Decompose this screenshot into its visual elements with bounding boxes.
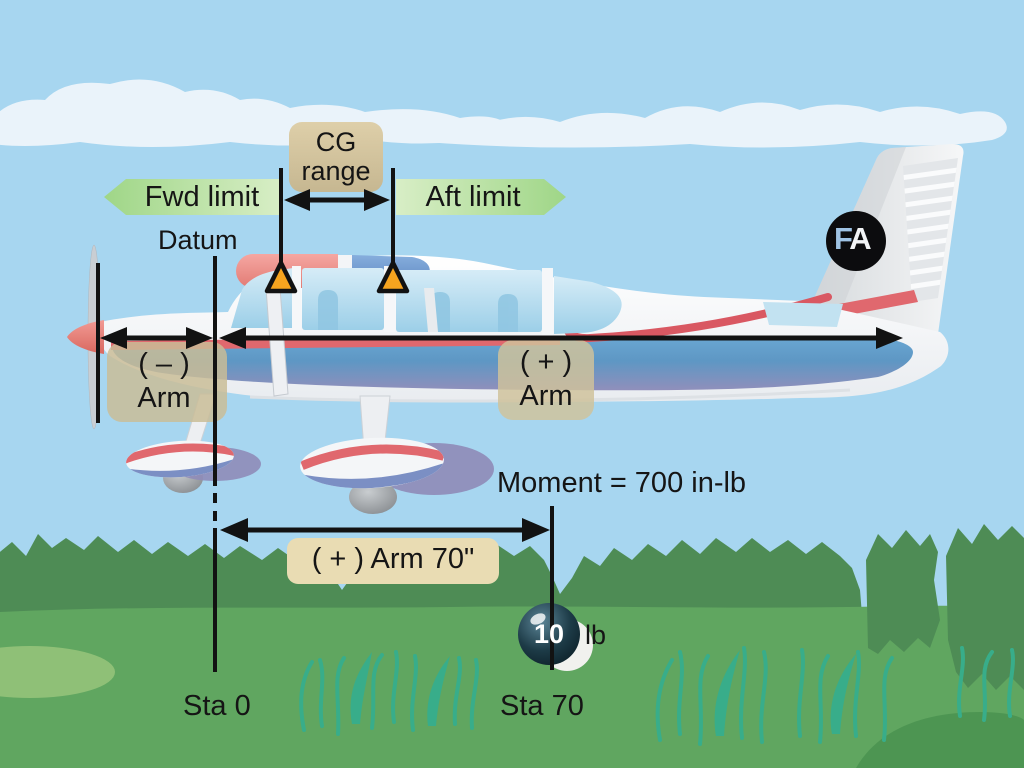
grass-light-patch xyxy=(0,646,115,698)
bushes-right xyxy=(866,524,1024,690)
pillar-2 xyxy=(384,266,395,332)
neg-arm-sign: ( – ) xyxy=(138,348,190,380)
pos-arm-sign: ( + ) xyxy=(519,346,573,378)
grass-leaves xyxy=(350,650,856,736)
measurement-lines xyxy=(96,168,888,672)
rudder-slats xyxy=(903,167,958,293)
clouds xyxy=(0,79,1007,148)
aft-limit-label: Aft limit xyxy=(425,181,521,213)
cloud-right xyxy=(425,102,1007,148)
main-gear xyxy=(300,395,494,514)
cg-range-label: CG range xyxy=(289,127,383,187)
neg-arm-box xyxy=(107,342,227,422)
arm-70-label: ( + ) Arm 70" xyxy=(311,543,475,575)
rear-strut xyxy=(424,288,438,332)
moment-label: Moment = 700 in-lb xyxy=(497,467,747,499)
ball-highlight xyxy=(530,613,546,625)
logo-circle xyxy=(826,211,886,271)
grass-field xyxy=(0,605,1024,768)
fwd-limit-marker xyxy=(264,260,298,294)
neg-arm-word: Arm xyxy=(137,382,191,414)
datum-label: Datum xyxy=(158,225,238,255)
main-wheel xyxy=(349,480,397,514)
pillar-3 xyxy=(542,268,553,336)
weight-unit: lb xyxy=(585,620,607,650)
arm-70-box xyxy=(287,538,499,584)
grass-tufts xyxy=(299,646,1015,746)
aft-limit-marker xyxy=(376,260,410,294)
aft-limit-banner xyxy=(396,179,566,215)
window-1 xyxy=(302,268,384,330)
window-2 xyxy=(396,270,542,332)
window-4 xyxy=(763,302,843,327)
sta-70-label: Sta 70 xyxy=(500,690,584,722)
cg-range-line1: CG xyxy=(315,127,357,157)
fwd-limit-label: Fwd limit xyxy=(144,181,260,213)
spinner xyxy=(67,320,104,354)
cg-range-box xyxy=(289,122,383,192)
airplane xyxy=(67,144,964,514)
sta-0-label: Sta 0 xyxy=(183,690,251,722)
fa-logo: FA xyxy=(834,221,872,256)
pos-arm-box xyxy=(498,340,594,420)
cg-limit-markers xyxy=(264,260,410,294)
logo-letter-f: F xyxy=(834,221,851,256)
window-3 xyxy=(554,276,622,334)
pillar-1 xyxy=(292,266,301,330)
pos-arm-word: Arm xyxy=(519,380,573,412)
logo-letter-a: A xyxy=(849,221,871,256)
weight-value: 10 xyxy=(533,619,565,649)
arrowheads xyxy=(100,189,903,542)
grass-dark-corner xyxy=(856,712,1024,768)
callout-shapes xyxy=(104,122,594,584)
fwd-limit-banner xyxy=(104,179,282,215)
cg-range-line2: range xyxy=(301,156,371,187)
cloud-left xyxy=(0,79,516,147)
